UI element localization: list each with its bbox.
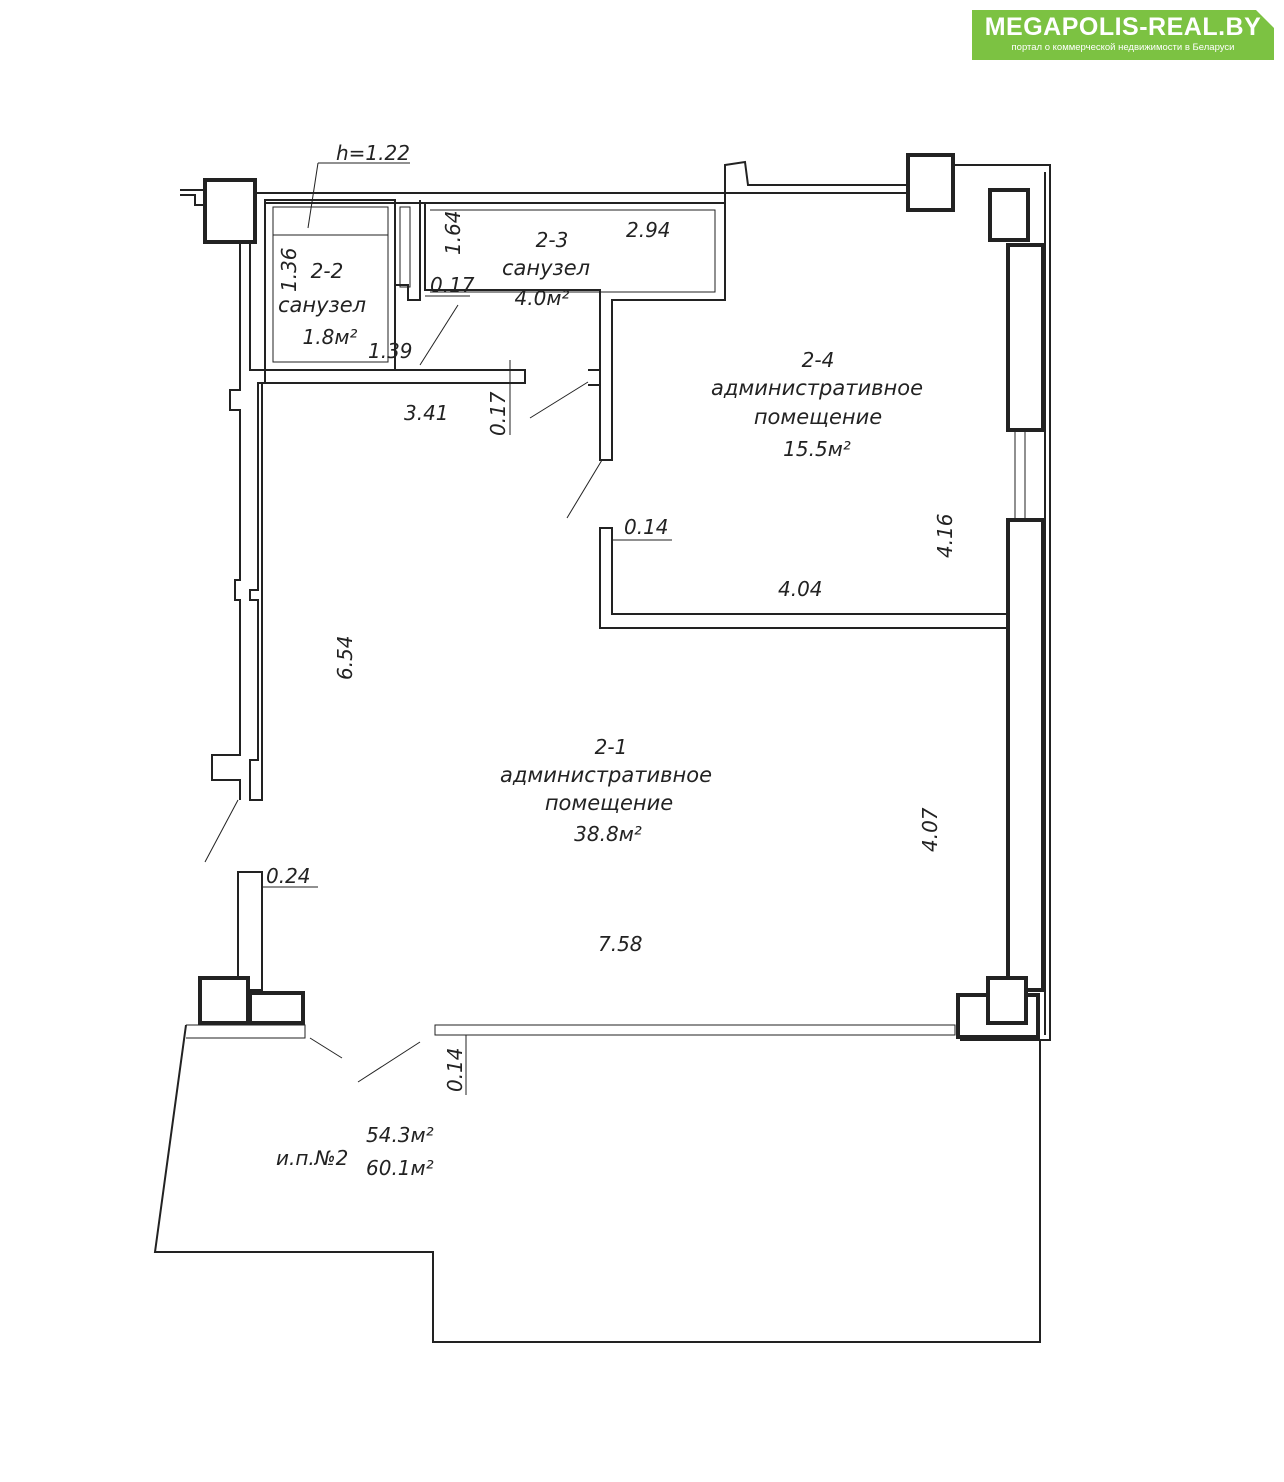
pillar-top-right-outer — [906, 153, 955, 212]
pillar-top-left — [203, 178, 257, 244]
wall-left-inner — [249, 242, 266, 801]
summary-label: и.п.№2 — [276, 1146, 348, 1170]
door-balcony-right — [357, 1041, 421, 1083]
balcony-door-right — [434, 1024, 956, 1036]
wall-top — [205, 184, 909, 194]
dim-1-64: 1.64 — [441, 210, 465, 255]
room-2-1-name: административное — [500, 763, 712, 787]
room-2-1-id: 2-1 — [595, 735, 628, 759]
dim-3-41: 3.41 — [404, 401, 449, 425]
dim-6-54: 6.54 — [333, 635, 357, 680]
room-2-2-name: санузел — [278, 293, 366, 317]
dim-1-39: 1.39 — [368, 339, 413, 363]
dim-1-36: 1.36 — [277, 247, 301, 292]
dim-0-24: 0.24 — [266, 864, 311, 888]
room-2-4-area: 15.5м² — [783, 437, 851, 461]
door-bath-swing — [529, 381, 589, 419]
room-2-3-name: санузел — [502, 256, 590, 280]
dim-0-17-b: 0.17 — [486, 391, 510, 436]
bathroom-2-2-inner — [272, 206, 389, 363]
wall-left-outer — [211, 242, 241, 800]
wall-top-notch — [724, 160, 908, 186]
summary-area-2: 60.1м² — [366, 1156, 434, 1180]
wall-right-outer — [952, 155, 1051, 1041]
wall-bath-divider — [394, 200, 421, 301]
room-2-1-area: 38.8м² — [574, 822, 642, 846]
room-2-1-name2: помещение — [545, 791, 673, 815]
room-2-4-id: 2-4 — [802, 348, 835, 372]
dim-0-14-b: 0.14 — [443, 1047, 467, 1092]
watermark-tagline: портал о коммерческой недвижимости в Бел… — [1011, 42, 1235, 53]
pillar-top-right — [988, 188, 1030, 242]
dim-4-04: 4.04 — [778, 577, 823, 601]
wall-right-segment-lower — [1006, 518, 1045, 992]
dim-4-16: 4.16 — [933, 513, 957, 558]
room-2-4-name2: помещение — [754, 405, 882, 429]
wall-right-segment-upper — [1006, 243, 1045, 432]
pillar-bottom-left-2 — [248, 991, 305, 1025]
wall-bath-bottom — [265, 369, 526, 384]
dim-0-17-a: 0.17 — [430, 273, 475, 297]
pillar-bottom-right — [986, 976, 1028, 1025]
dim-h: h=1.22 — [336, 141, 410, 165]
room-2-2-id: 2-2 — [311, 259, 344, 283]
summary-area-1: 54.3м² — [366, 1123, 434, 1147]
room-2-4-name: административное — [711, 376, 923, 400]
pillar-bottom-left — [198, 976, 250, 1025]
site-watermark-logo: MEGAPOLIS-REAL.BY портал о коммерческой … — [972, 10, 1274, 60]
dim-0-14-a: 0.14 — [624, 515, 669, 539]
wall-top-left-stub — [180, 189, 206, 206]
balcony-outline — [153, 1024, 1041, 1343]
wall-left-lower — [237, 871, 263, 991]
door-balcony-left — [309, 1037, 343, 1059]
door-bath-2-2-swing — [419, 304, 459, 366]
room-2-3-id: 2-3 — [536, 228, 569, 252]
dim-7-58: 7.58 — [598, 932, 643, 956]
door-left-swing — [204, 799, 239, 863]
wall-2-4-bottom — [599, 527, 1009, 629]
logo-corner-cut — [1256, 10, 1274, 28]
door-2-4-swing — [566, 459, 603, 519]
dim-2-94: 2.94 — [626, 218, 671, 242]
room-2-2-area: 1.8м² — [303, 325, 358, 349]
balcony-door-left — [186, 1024, 306, 1039]
bathroom-2-3 — [424, 202, 726, 461]
room-2-3-area: 4.0м² — [515, 286, 570, 310]
dim-4-07: 4.07 — [918, 807, 942, 852]
watermark-brand: MEGAPOLIS-REAL.BY — [984, 13, 1262, 41]
